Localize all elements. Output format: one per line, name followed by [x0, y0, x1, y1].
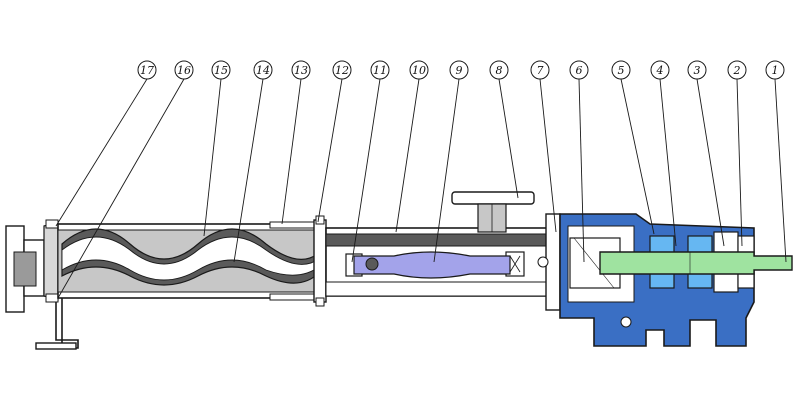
callout-leader-stator-flange — [317, 78, 343, 223]
callout-leader-drive-shaft — [774, 78, 787, 263]
callout-bubble-bearing-cover — [687, 60, 707, 80]
callout-leader-tie-rod — [281, 78, 302, 225]
callout-bubble-shaft-seal — [530, 60, 550, 80]
coupling-rod — [353, 251, 511, 279]
callout-number-bearing: 4 — [656, 64, 664, 77]
callout-leader-inlet-flange — [55, 78, 148, 227]
callout-number-coupling-rod: 9 — [456, 64, 463, 77]
callout-leader-outlet-port — [498, 78, 519, 199]
callout-bubble-bearing — [650, 60, 670, 80]
callout-number-bearing-cover: 3 — [694, 64, 701, 77]
callout-leader-suction-casing — [395, 78, 420, 233]
callout-bubble-bearing-housing — [611, 60, 631, 80]
callout-leader-coupling-rod — [433, 78, 460, 263]
callout-bubble-inlet-flange — [137, 60, 157, 80]
callout-leader-support-foot — [57, 78, 185, 299]
callout-bubble-outlet-port — [489, 60, 509, 80]
callout-bubble-coupling-joint — [370, 60, 390, 80]
callout-bubble-rotor — [253, 60, 273, 80]
callout-leader-coupling-joint — [351, 78, 381, 263]
callout-bubble-drive-shaft — [765, 60, 785, 80]
outlet-port — [451, 191, 535, 233]
callout-number-bearing-housing: 5 — [618, 64, 625, 77]
callout-bubble-stator-flange — [332, 60, 352, 80]
callout-number-stator-flange: 12 — [335, 64, 349, 77]
callout-number-end-cap: 2 — [733, 64, 741, 77]
callout-number-stator: 15 — [214, 64, 228, 77]
callout-number-coupling-joint: 11 — [373, 64, 387, 77]
callout-bubble-support-foot — [174, 60, 194, 80]
callout-number-rotor: 14 — [256, 64, 270, 77]
callout-number-suction-casing: 10 — [412, 64, 426, 77]
callout-leader-drive-shaft-sleeve — [578, 78, 585, 263]
callout-bubble-tie-rod — [291, 60, 311, 80]
inlet-flange — [5, 219, 59, 313]
callout-leader-end-cap — [736, 78, 743, 247]
stator-flange — [313, 215, 327, 307]
drive-shaft — [599, 251, 793, 275]
callout-leader-rotor — [233, 78, 264, 263]
callout-number-support-foot: 16 — [177, 64, 191, 77]
callout-number-inlet-flange: 17 — [140, 64, 154, 77]
callout-leader-bearing-housing — [620, 78, 655, 235]
callout-number-drive-shaft: 1 — [772, 64, 779, 77]
callout-number-shaft-seal: 7 — [537, 64, 544, 77]
callout-bubble-coupling-rod — [449, 60, 469, 80]
callout-number-outlet-port: 8 — [496, 64, 503, 77]
callout-number-tie-rod: 13 — [294, 64, 308, 77]
callout-leader-stator — [203, 78, 222, 237]
callout-bubble-drive-shaft-sleeve — [569, 60, 589, 80]
callout-bubble-suction-casing — [409, 60, 429, 80]
callout-bubble-end-cap — [727, 60, 747, 80]
callout-layer: 17 16 15 14 13 12 11 10 9 8 7 6 5 4 3 2 1 — [55, 60, 787, 299]
callout-leader-shaft-seal — [539, 78, 557, 233]
callout-number-drive-shaft-sleeve: 6 — [576, 64, 583, 77]
callout-bubble-stator — [211, 60, 231, 80]
callout-leader-bearing-cover — [696, 78, 725, 247]
callout-leader-bearing — [659, 78, 677, 247]
